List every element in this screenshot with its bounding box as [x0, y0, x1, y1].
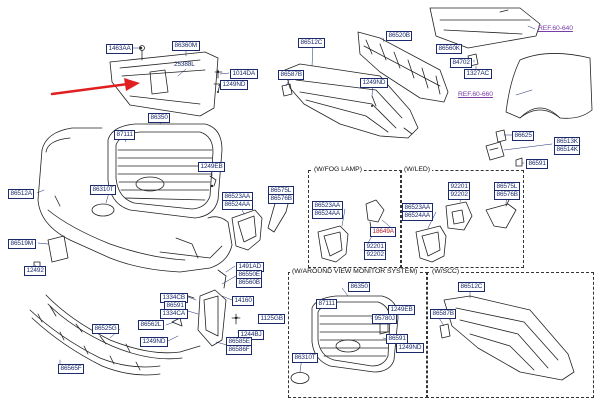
part-label-86591-right: 86591 [526, 159, 549, 169]
part-label-87111-main: 87111 [114, 130, 136, 140]
part-label-84702: 84702 [450, 58, 473, 68]
scc-clip [439, 323, 451, 339]
grille-fastener-1249EB [209, 175, 217, 187]
emblem-ring-86310T [91, 203, 115, 217]
led-section-title: (W/LED) [402, 166, 433, 173]
red-pointer-arrow [50, 78, 140, 96]
ref-label-60-660[interactable]: REF.60-660 [458, 91, 493, 98]
part-label-1249ND-top: 1249ND [220, 80, 248, 90]
sensor-bracket-86513K [485, 141, 505, 161]
part-label-86512A: 86512A [8, 189, 35, 199]
sensor-86591 [515, 157, 523, 167]
part-label-18649A: 18649A [370, 227, 397, 237]
part-label-86350-avm: 86350 [348, 282, 371, 292]
led-section [400, 170, 524, 268]
upper-grille-86512C [284, 63, 419, 139]
part-label-86512C-main: 86512C [298, 38, 325, 48]
fastener-1249ND-mid [371, 95, 377, 107]
ref-label-60-640[interactable]: REF.60-640 [538, 25, 573, 32]
part-label-86565F: 86565F [58, 364, 85, 374]
part-label-86576B-led: 86576B [494, 190, 521, 200]
part-label-86310T-avm: 86310T [292, 353, 319, 363]
fender-shape [505, 53, 593, 119]
part-label-86350-main: 86350 [148, 113, 171, 123]
part-label-86560K: 86560K [436, 44, 463, 54]
part-label-1125GB: 1125GB [258, 314, 286, 324]
part-label-1014DA: 1014DA [230, 69, 258, 79]
part-label-86625: 86625 [512, 131, 535, 141]
part-label-14160: 14160 [232, 296, 255, 306]
part-label-1327AC: 1327AC [464, 69, 492, 79]
part-label-1249EB-main: 1249EB [198, 162, 226, 172]
part-label-87111-avm: 87111 [316, 299, 338, 309]
front-bumper-cover-shape [37, 127, 233, 273]
part-label-86524AA-led: 86524AA [402, 211, 433, 221]
scc-section-title: (W/SCC) [430, 268, 462, 275]
part-label-86560B: 86560B [236, 278, 263, 288]
part-label-1334CA: 1334CA [160, 309, 188, 319]
fastener-1334CB [187, 295, 195, 299]
part-label-95780J: 95780J [372, 314, 398, 324]
fog-bezel-shape [231, 209, 263, 251]
part-label-86514K: 86514K [554, 145, 581, 155]
bumper-bracket-shape [197, 269, 227, 347]
fog-section-bezel [317, 225, 349, 263]
clip-86587B [281, 83, 293, 97]
part-label-92202-led: 92202 [448, 190, 471, 200]
led-bezel-shape [415, 225, 447, 263]
bolt-heads [139, 46, 373, 320]
small-clip-86562L [171, 317, 183, 327]
avm-section-title: (W/AROUND VIEW MONITOR SYSTEM) [290, 268, 420, 275]
scc-section [426, 272, 594, 398]
part-label-86520B: 86520B [386, 31, 413, 41]
sensor-bracket-86625 [495, 129, 507, 143]
part-label-86360M: 86360M [172, 41, 200, 51]
part-label-1249ND-mid: 1249ND [360, 78, 388, 88]
part-label-86519M: 86519M [8, 239, 36, 249]
part-label-86562L: 86562L [138, 320, 164, 330]
part-label-86586F: 86586F [226, 345, 253, 355]
part-label-1249ND-avm: 1249ND [396, 343, 424, 353]
led-lamp-shape [445, 201, 473, 231]
part-label-86587B-scc: 86587B [430, 309, 457, 319]
part-label-86576B-main: 86576B [268, 194, 295, 204]
part-label-86524AA-fog: 86524AA [312, 209, 343, 219]
part-label-86525G: 86525G [92, 324, 120, 334]
part-label-1249EB-avm: 1249EB [388, 305, 416, 315]
part-label-86512C-scc: 86512C [458, 282, 485, 292]
license-plate-bracket [47, 235, 69, 263]
scc-grille-shape [443, 295, 575, 381]
fog-lamp-section [308, 170, 402, 268]
part-label-1249ND-low: 1249ND [140, 337, 168, 347]
part-label-1463AA: 1463AA [106, 44, 134, 54]
fog-lamp-section-title: (W/FOG LAMP) [312, 166, 364, 173]
part-label-25388L: 25388L [174, 61, 195, 68]
impact-absorber-shape [357, 31, 449, 103]
part-label-86587B-main: 86587B [278, 70, 305, 80]
part-label-12492: 12492 [24, 266, 47, 276]
avm-emblem-ring [290, 372, 310, 384]
bumper-beam-shape [429, 7, 541, 49]
part-label-92202-fog: 92202 [364, 250, 387, 260]
lower-skid-plate-shape [29, 294, 201, 376]
part-label-86310T-main: 86310T [90, 185, 117, 195]
part-label-86524AA-main: 86524AA [222, 200, 253, 210]
